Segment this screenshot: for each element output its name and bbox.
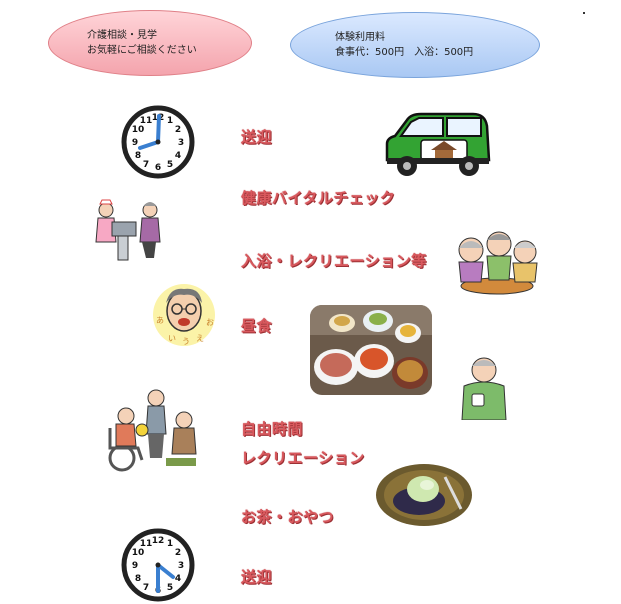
trial-fee-bubble: 体験利用料 食事代：500円 入浴：500円 — [290, 12, 540, 78]
consult-line-1: 介護相談・見学 — [87, 30, 157, 41]
face-letter-i: い — [168, 334, 176, 343]
trial-line-1: 体験利用料 — [335, 32, 385, 43]
svg-text:12: 12 — [152, 536, 165, 546]
svg-text:10: 10 — [132, 125, 145, 135]
stray-dot — [583, 12, 585, 14]
svg-text:2: 2 — [175, 125, 181, 135]
face-letter-o: お — [206, 318, 214, 327]
consult-line-2: お気軽にご相談ください — [87, 45, 197, 56]
step-pickup: 送迎 — [241, 128, 273, 146]
svg-text:4: 4 — [175, 151, 181, 161]
svg-text:11: 11 — [140, 116, 153, 126]
trial-line-2: 食事代：500円 入浴：500円 — [335, 47, 474, 58]
face-letter-e: え — [196, 334, 204, 343]
elderly-face-icon: あ い う え お — [153, 284, 215, 346]
drinking-man-icon — [461, 357, 507, 420]
svg-text:2: 2 — [175, 548, 181, 558]
nurse-icon — [95, 199, 161, 261]
step-tea-snack: お茶・おやつ — [241, 508, 335, 526]
step-vital-check: 健康バイタルチェック — [241, 189, 396, 207]
svg-text:9: 9 — [132, 138, 138, 148]
svg-text:7: 7 — [143, 160, 149, 170]
step-bath-recreation: 入浴・レクリエーション等 — [241, 252, 427, 270]
svg-text:4: 4 — [175, 574, 181, 584]
svg-text:9: 9 — [132, 561, 138, 571]
step-dropoff: 送迎 — [241, 568, 273, 586]
svg-text:1: 1 — [167, 539, 173, 549]
step-recreation: レクリエーション — [241, 449, 365, 467]
face-letter-a: あ — [156, 316, 164, 325]
step-lunch: 昼食 — [241, 317, 273, 335]
svg-text:5: 5 — [167, 160, 173, 170]
wheelchair-group-icon — [108, 389, 197, 472]
step-free-time: 自由時間 — [241, 420, 304, 438]
svg-text:3: 3 — [178, 138, 184, 148]
svg-text:3: 3 — [178, 561, 184, 571]
svg-text:5: 5 — [167, 583, 173, 593]
svg-text:8: 8 — [135, 574, 141, 584]
lunch-photo — [310, 305, 432, 395]
svg-text:6: 6 — [155, 163, 161, 173]
svg-text:7: 7 — [143, 583, 149, 593]
car-icon — [385, 112, 491, 176]
consultation-bubble: 介護相談・見学 お気軽にご相談ください — [48, 10, 252, 76]
tea-group-icon — [458, 231, 538, 295]
svg-text:8: 8 — [135, 151, 141, 161]
svg-text:11: 11 — [140, 539, 153, 549]
svg-text:1: 1 — [167, 116, 173, 126]
dessert-photo — [376, 464, 472, 526]
svg-text:10: 10 — [132, 548, 145, 558]
face-letter-u: う — [182, 337, 190, 346]
